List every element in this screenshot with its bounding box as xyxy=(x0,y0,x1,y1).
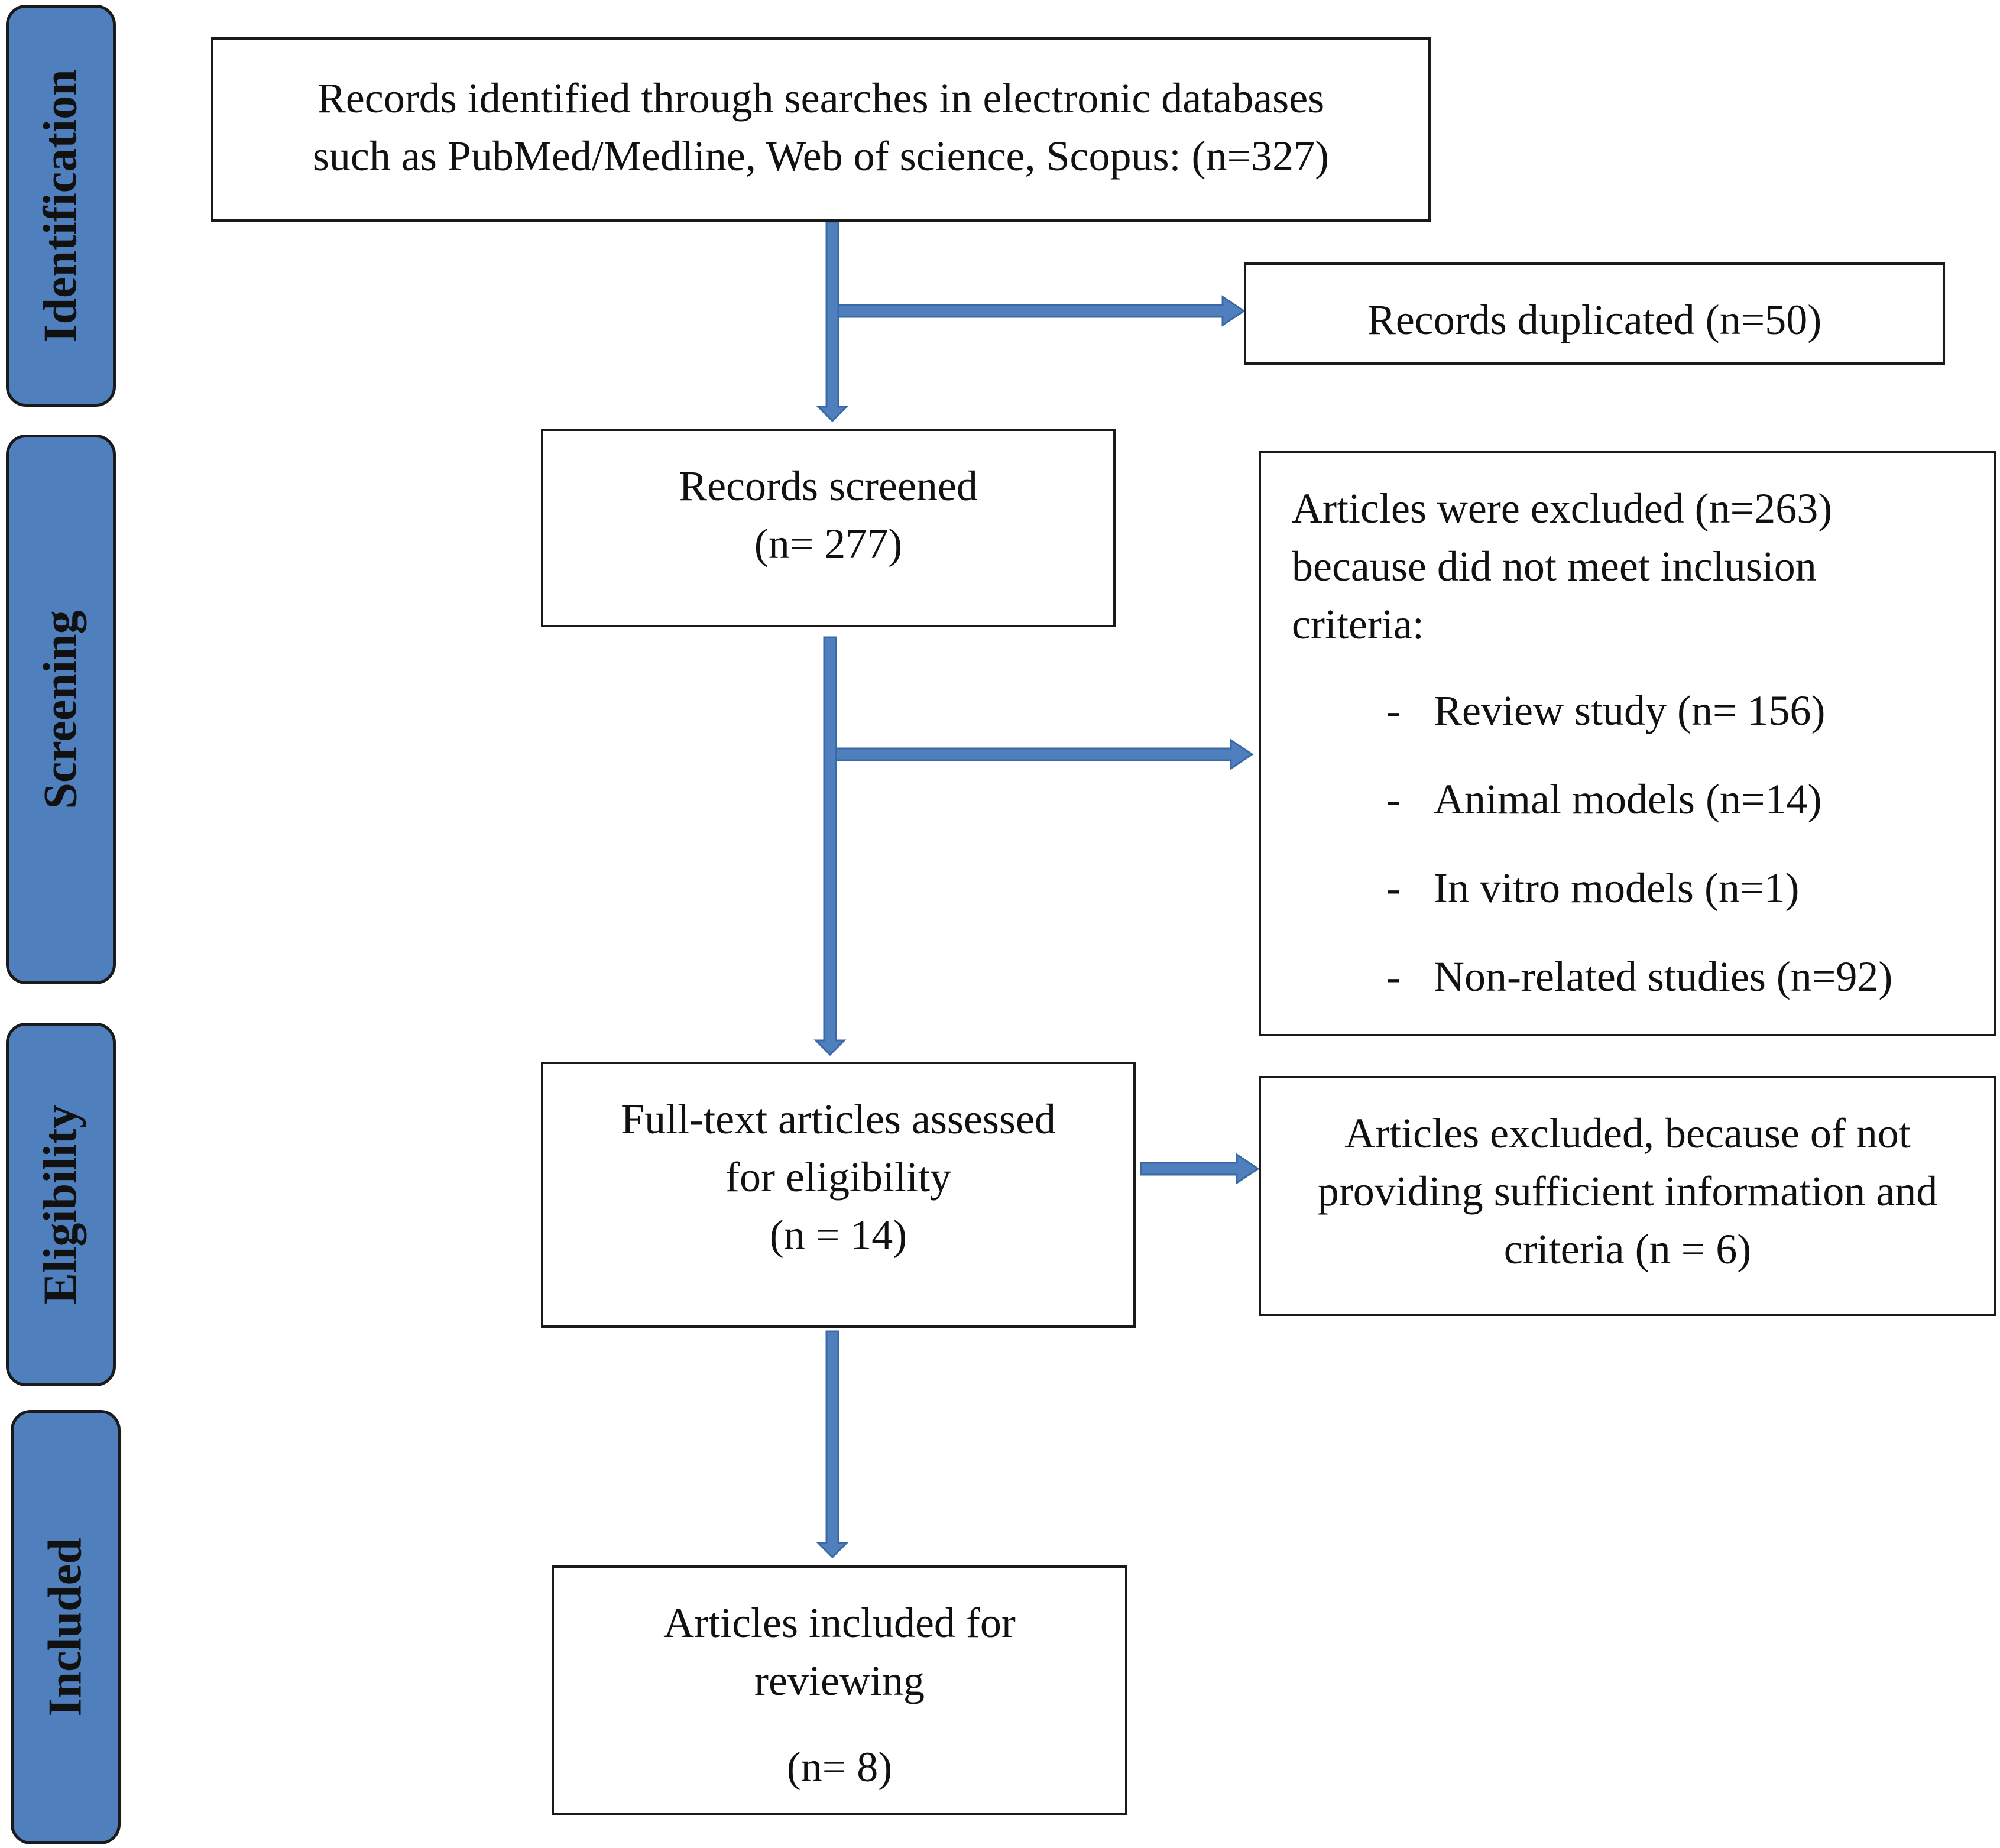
duplicated-text: Records duplicated (n=50) xyxy=(1367,296,1822,343)
arrow-identified-to-screened xyxy=(816,221,849,423)
screened-line-1: Records screened xyxy=(679,462,978,510)
fulltext-line-1: Full-text articles assessed xyxy=(621,1095,1056,1143)
stage-tab-screening: Screening xyxy=(6,435,116,984)
list-bullet: - xyxy=(1386,776,1401,823)
fulltext-line-2: for eligibility xyxy=(725,1153,951,1201)
stage-tab-eligibility: Eligibility xyxy=(6,1023,116,1386)
arrow-to-duplicated xyxy=(837,295,1246,327)
box-excluded-screening: Articles were excluded (n=263) because d… xyxy=(1259,451,1996,1036)
box-records-identified: Records identified through searches in e… xyxy=(211,37,1431,222)
included-line-2: reviewing xyxy=(754,1657,925,1704)
box-fulltext-assessed: Full-text articles assessed for eligibil… xyxy=(541,1062,1136,1328)
list-bullet: - xyxy=(1386,953,1401,1000)
arrow-fulltext-to-included xyxy=(816,1330,849,1559)
excluded-screening-line-1: Articles were excluded (n=263) xyxy=(1292,485,1833,532)
included-line-3: (n= 8) xyxy=(786,1743,893,1791)
box-excluded-eligibility: Articles excluded, because of not provid… xyxy=(1259,1076,1996,1316)
list-item: - Review study (n= 156) xyxy=(1292,682,1994,770)
exclusion-in-vitro-models: In vitro models (n=1) xyxy=(1434,864,1800,912)
list-item: - Animal models (n=14) xyxy=(1292,770,1994,859)
arrow-to-excluded-screening xyxy=(835,738,1254,770)
box-records-duplicated: Records duplicated (n=50) xyxy=(1244,262,1945,365)
arrow-screened-to-fulltext xyxy=(813,636,847,1056)
exclusion-animal-models: Animal models (n=14) xyxy=(1434,776,1822,823)
exclusion-review-study: Review study (n= 156) xyxy=(1434,687,1826,734)
list-bullet: - xyxy=(1386,687,1401,734)
excluded-eligibility-line-3: criteria (n = 6) xyxy=(1503,1225,1752,1273)
excluded-eligibility-line-2: providing sufficient information and xyxy=(1317,1168,1938,1215)
exclusion-non-related: Non-related studies (n=92) xyxy=(1434,953,1893,1000)
stage-tab-identification: Identification xyxy=(6,5,116,407)
screened-line-2: (n= 277) xyxy=(754,520,903,568)
identified-line-1: Records identified through searches in e… xyxy=(317,74,1325,122)
identified-line-2: such as PubMed/Medline, Web of science, … xyxy=(312,132,1330,180)
included-line-1: Articles included for xyxy=(663,1599,1016,1646)
excluded-screening-line-3: criteria: xyxy=(1292,601,1424,648)
list-item: - Non-related studies (n=92) xyxy=(1292,948,1994,1036)
box-records-screened: Records screened (n= 277) xyxy=(541,429,1116,627)
list-item: - In vitro models (n=1) xyxy=(1292,859,1994,948)
excluded-screening-line-2: because did not meet inclusion xyxy=(1292,543,1817,590)
list-bullet: - xyxy=(1386,864,1401,912)
stage-tab-included: Included xyxy=(11,1410,121,1844)
box-articles-included: Articles included for reviewing (n= 8) xyxy=(552,1565,1127,1815)
fulltext-line-3: (n = 14) xyxy=(769,1211,907,1259)
excluded-eligibility-line-1: Articles excluded, because of not xyxy=(1344,1110,1911,1157)
arrow-to-excluded-eligibility xyxy=(1140,1153,1260,1185)
